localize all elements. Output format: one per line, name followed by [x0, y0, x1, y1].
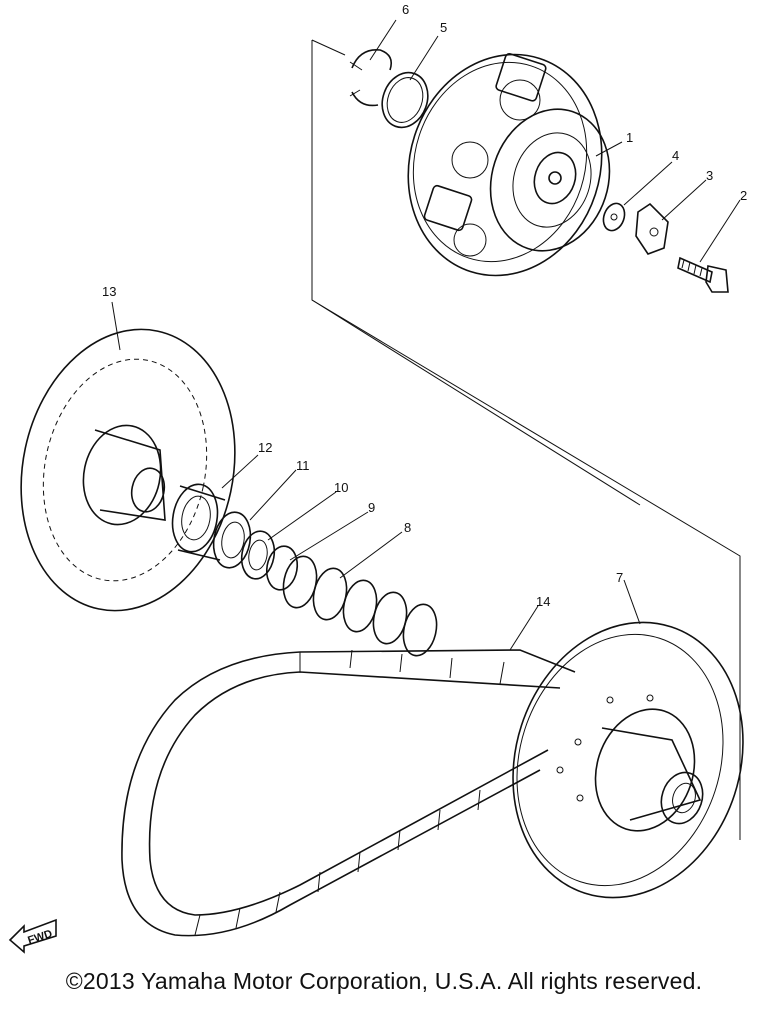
callout-labels: 6 5 1 4 3 2 13 12 11 10 9 8 14 7	[102, 2, 747, 609]
circlip-part-5	[381, 71, 429, 129]
forward-marker-label: FWD	[26, 928, 54, 947]
sheave-assembly-part-1	[407, 52, 611, 277]
bearing-part-12	[171, 483, 226, 561]
callout-3: 3	[706, 168, 713, 183]
callout-14: 14	[536, 594, 550, 609]
leader-lines	[111, 19, 741, 651]
driven-sheave-part-7	[512, 621, 744, 899]
spacer-part-10	[240, 530, 276, 580]
assembly-frame-lines	[311, 39, 741, 840]
callout-2: 2	[740, 188, 747, 203]
spring-seat-part-9	[265, 545, 299, 591]
callout-6: 6	[402, 2, 409, 17]
collar-part-11	[212, 511, 252, 569]
callout-5: 5	[440, 20, 447, 35]
copyright-notice: ©2013 Yamaha Motor Corporation, U.S.A. A…	[65, 968, 703, 994]
drive-belt-part-14	[121, 649, 576, 937]
forward-arrow-icon: FWD	[8, 918, 57, 954]
callout-4: 4	[672, 148, 679, 163]
bolt-part-2	[677, 256, 729, 293]
callout-8: 8	[404, 520, 411, 535]
callout-1: 1	[626, 130, 633, 145]
fixed-sheave-part-13	[20, 328, 236, 612]
washer-part-4	[602, 202, 626, 232]
retaining-clip-part-6	[349, 49, 393, 107]
coil-spring-part-8	[282, 555, 438, 657]
callout-7: 7	[616, 570, 623, 585]
lock-plate-part-3	[635, 202, 669, 255]
callout-13: 13	[102, 284, 116, 299]
exploded-parts-diagram: 6 5 1 4 3 2 13 12 11 10 9 8 14 7 FWD	[8, 2, 747, 954]
callout-10: 10	[334, 480, 348, 495]
callout-11: 11	[296, 458, 310, 473]
callout-9: 9	[368, 500, 375, 515]
callout-12: 12	[258, 440, 272, 455]
